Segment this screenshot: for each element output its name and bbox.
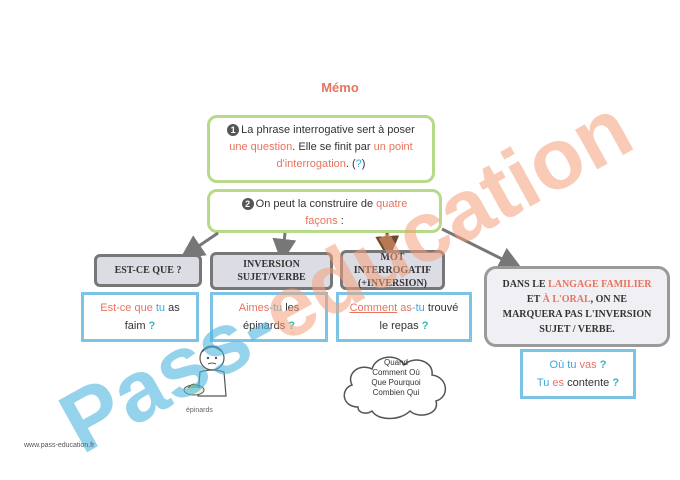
cloud-line-1: Quand <box>383 358 409 367</box>
ex3-comment: Comment <box>349 302 398 314</box>
category-est-ce-que-label: Est-ce que ? <box>114 265 182 276</box>
ex2-aimes: Aimes <box>238 302 270 314</box>
ex3-tu: -tu <box>411 302 425 314</box>
rule1-text-b: . Elle se finit par <box>292 141 374 153</box>
familier-text-a: Dans le <box>502 279 549 290</box>
category-mot-interrogatif-label-2: (+inversion) <box>357 277 428 289</box>
ex4-ou: Où <box>549 359 568 371</box>
ex4-contente: contente <box>564 377 613 389</box>
ex3-question-mark: ? <box>421 320 429 332</box>
category-langage-familier: Dans le langage familier et à l'oral, on… <box>484 266 670 347</box>
rule1-question-mark: ? <box>355 158 362 170</box>
familier-text-e: sujet / verbe. <box>539 324 615 335</box>
rule1-text-a: La phrase interrogative sert à poser <box>241 124 415 136</box>
ex4-tu-2: Tu <box>536 377 550 389</box>
ex3-as: as <box>397 302 412 314</box>
category-inversion-label-2: sujet/verbe <box>237 272 306 283</box>
rule2-text-a: On peut la construire de <box>255 198 377 210</box>
cloud-question-words: Quand Comment Où Que Pourquoi Combien Qu… <box>348 358 444 398</box>
arrow-to-est-ce-que <box>180 231 219 259</box>
example-inversion: Aimes-tu les épinards ? <box>210 292 328 342</box>
category-inversion: Inversion sujet/verbe <box>210 252 333 290</box>
category-est-ce-que: Est-ce que ? <box>94 254 202 287</box>
category-mot-interrogatif: Mot interrogatif (+inversion) <box>340 250 445 290</box>
rule1-highlight-interrogation: d'interrogation <box>276 158 346 170</box>
category-inversion-label-1: Inversion <box>243 259 300 270</box>
rule2-highlight-facons: façons <box>305 215 338 227</box>
rule2-text-b: : <box>337 215 344 227</box>
ex1-faim: faim <box>124 320 149 332</box>
arrow-to-mot-interrogatif <box>375 232 400 260</box>
rule2-highlight-quatre: quatre <box>376 198 408 210</box>
cloud-shape <box>343 356 446 420</box>
ex4-es: es <box>549 377 565 389</box>
category-mot-interrogatif-label-1: Mot interrogatif <box>353 251 432 276</box>
ex4-tu: tu <box>567 359 577 371</box>
ex2-epinards: épinards <box>243 320 289 332</box>
illustration-caption: épinards <box>186 407 213 414</box>
number-badge-2: 2 <box>241 198 254 210</box>
number-badge-1: 1 <box>227 124 240 136</box>
example-est-ce-que: Est-ce que tu as faim ? <box>81 292 199 342</box>
cloud-line-2: Comment Où <box>372 368 420 377</box>
ex2-question-mark: ? <box>288 320 295 332</box>
cloud-line-3: Que Pourquoi <box>371 378 421 387</box>
ex1-est-ce-que: Est-ce que <box>100 302 156 314</box>
ex4-question-mark-1: ? <box>599 359 607 371</box>
cloud-line-4: Combien Qui <box>372 388 420 397</box>
example-mot-interrogatif: Comment as-tu trouvé le repas ? <box>336 292 472 342</box>
rule1-highlight-question: une question <box>229 141 293 153</box>
ex2-tu: -tu <box>269 302 283 314</box>
footer-url[interactable]: www.pass-education.fr <box>24 442 95 449</box>
rule1-highlight-point: un point <box>373 141 413 153</box>
child-illustration <box>183 345 227 397</box>
rule1-text-d: ) <box>361 158 366 170</box>
familier-text-d: marquera pas l'inversion <box>502 309 652 320</box>
ex2-les: les <box>282 302 300 314</box>
memo-title: Mémo <box>321 80 359 95</box>
ex3-le-repas: le repas <box>379 320 422 332</box>
familier-highlight-langage: langage familier <box>548 279 652 290</box>
ex4-question-mark-2: ? <box>612 377 620 389</box>
ex1-as: as <box>165 302 180 314</box>
arrow-to-langage-familier <box>441 227 523 270</box>
ex1-question-mark: ? <box>148 320 156 332</box>
ex3-trouve: trouvé <box>424 302 459 314</box>
ex1-tu: tu <box>155 302 166 314</box>
ex4-vas: vas <box>576 359 600 371</box>
familier-text-b: et <box>526 294 543 305</box>
familier-text-c: , on ne <box>590 294 628 305</box>
example-langage-familier: Où tu vas ? Tu es contente ? <box>520 349 636 399</box>
rule1-text-c: . ( <box>345 158 356 170</box>
familier-highlight-oral: à l'oral <box>542 294 591 305</box>
arrow-to-inversion <box>272 232 297 263</box>
